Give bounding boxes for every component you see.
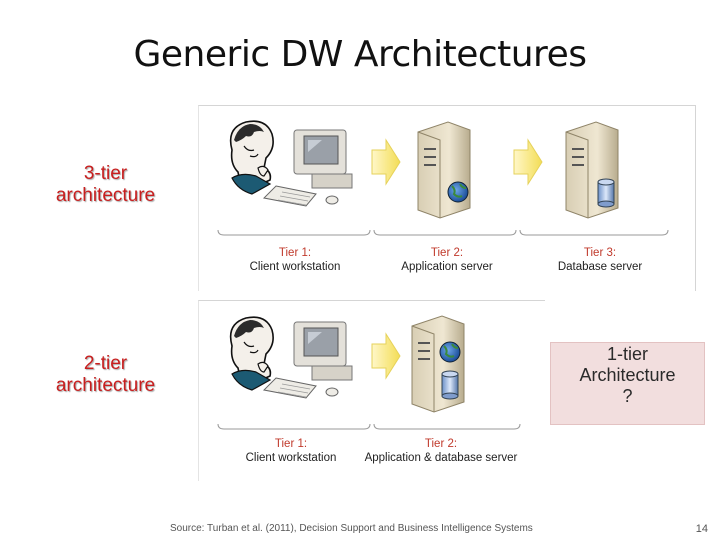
tier-number: Tier 1: [274, 438, 308, 450]
tier-number: Tier 2: [424, 438, 458, 450]
page-number: 14 [695, 523, 708, 535]
three-tier-tier2-label: Tier 2: Application server [392, 246, 502, 274]
database-server-icon [565, 121, 619, 219]
two-tier-tier2-label: Tier 2: Application & database server [356, 437, 526, 465]
callout-line3: ? [622, 386, 633, 406]
client-workstation-icon [262, 129, 353, 207]
arrow-right-icon [371, 138, 401, 186]
three-tier-tier3-label: Tier 3: Database server [545, 246, 655, 274]
arrow-right-icon [513, 138, 543, 186]
client-workstation-icon [262, 321, 353, 399]
two-tier-label-line1: 2-tier [83, 353, 128, 374]
slide-title: Generic DW Architectures [133, 34, 587, 75]
tier-number: Tier 3: [583, 247, 617, 259]
user-icon [229, 120, 274, 195]
two-tier-label-line2: architecture [55, 375, 156, 396]
tier-description: Client workstation [245, 452, 337, 464]
three-tier-tier1-label: Tier 1: Client workstation [240, 246, 350, 274]
two-tier-tier1-label: Tier 1: Client workstation [236, 437, 346, 465]
application-server-icon [417, 121, 471, 219]
tier-brackets [217, 229, 669, 236]
callout-line1: 1-tier [606, 344, 648, 364]
three-tier-label-line1: 3-tier [83, 163, 128, 184]
tier-description: Application & database server [364, 452, 518, 464]
source-citation: Source: Turban et al. (2011), Decision S… [170, 523, 533, 534]
three-tier-label: 3-tier architecture [18, 163, 193, 207]
application-database-server-icon [411, 315, 465, 413]
tier-number: Tier 2: [430, 247, 464, 259]
arrow-right-icon [371, 332, 401, 380]
tier-description: Database server [557, 261, 643, 273]
one-tier-callout: 1-tier Architecture ? [550, 342, 705, 425]
user-icon [229, 316, 274, 391]
two-tier-label: 2-tier architecture [18, 353, 193, 397]
tier-number: Tier 1: [278, 247, 312, 259]
callout-line2: Architecture [579, 365, 676, 385]
tier-brackets [217, 423, 521, 430]
tier-description: Client workstation [249, 261, 341, 273]
tier-description: Application server [401, 261, 493, 273]
three-tier-label-line2: architecture [55, 185, 156, 206]
